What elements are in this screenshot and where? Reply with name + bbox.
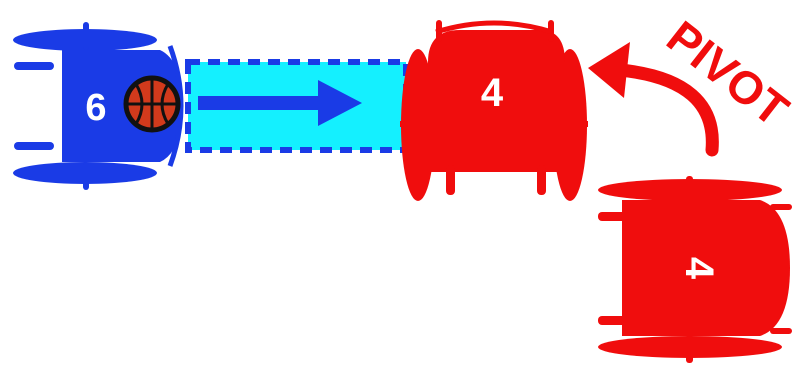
offense-number: 6 — [85, 87, 106, 129]
basketball-icon — [126, 78, 178, 130]
pivot-label: PIVOT — [657, 10, 798, 136]
defender-back-number: 4 — [677, 257, 721, 280]
defender-front-number: 4 — [481, 71, 504, 115]
